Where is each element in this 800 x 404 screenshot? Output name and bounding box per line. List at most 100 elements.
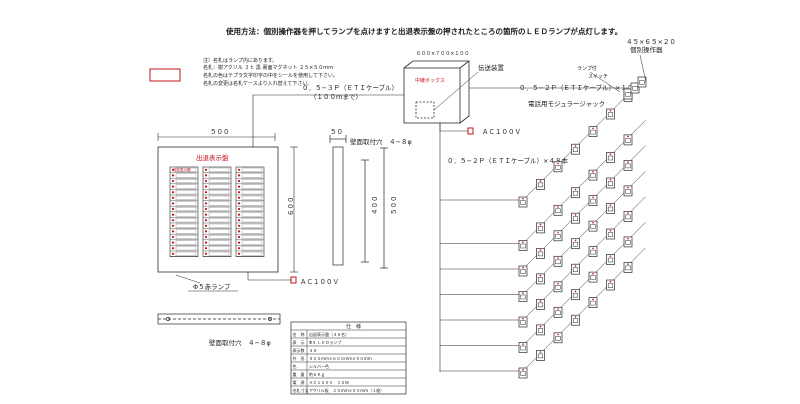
operator-switch[interactable] (637, 76, 647, 88)
name-plate (241, 251, 263, 256)
switch-body (518, 342, 528, 353)
switch-body (518, 291, 528, 302)
switch-body (588, 220, 598, 232)
operator-switch[interactable] (606, 203, 615, 214)
spec-value: シルバー色 (309, 363, 329, 369)
legend-red-box (149, 68, 181, 82)
operator-switch[interactable] (536, 222, 545, 234)
operator-switch[interactable] (553, 332, 563, 344)
operator-switch[interactable] (588, 195, 598, 206)
operator-switch[interactable] (518, 367, 528, 379)
operator-switch-label: スイッチ (588, 74, 608, 80)
operator-switch[interactable] (536, 248, 545, 259)
operator-switch[interactable] (571, 212, 580, 224)
led-lamp (237, 213, 241, 216)
operator-switch[interactable] (588, 220, 598, 232)
operator-switch[interactable] (588, 297, 598, 308)
switch-button (555, 259, 561, 265)
name-plate (241, 229, 263, 234)
switch-lamp (627, 237, 629, 240)
switch-body (606, 254, 615, 265)
name-plate (175, 223, 197, 228)
operator-switch[interactable] (571, 187, 580, 199)
led-lamp (204, 191, 208, 194)
switch-lamp (609, 229, 612, 232)
operator-switch[interactable] (518, 342, 528, 353)
operator-switch[interactable] (623, 88, 633, 100)
operator-switch[interactable] (606, 254, 615, 265)
led-lamp (204, 235, 208, 239)
led-lamp (237, 179, 241, 183)
operator-switch[interactable] (606, 279, 615, 291)
led-lamp (204, 213, 208, 216)
switch-lamp (592, 247, 594, 250)
operator-switch[interactable] (571, 238, 580, 250)
switch-lamp (522, 292, 524, 295)
name-plate (175, 212, 197, 217)
operator-switch[interactable] (606, 108, 615, 120)
switch-button (572, 241, 579, 247)
lamp-label: Φ５赤ランプ (193, 283, 231, 291)
operator-switch[interactable] (623, 236, 633, 248)
operator-switch[interactable] (623, 211, 633, 222)
name-plate (241, 235, 263, 239)
name-plate (208, 246, 230, 251)
board-column (202, 166, 232, 257)
switch-body (623, 134, 633, 146)
operator-switch[interactable] (553, 306, 563, 318)
operator-switch[interactable] (536, 299, 545, 310)
operator-switch[interactable] (571, 314, 580, 326)
operator-switch[interactable] (553, 204, 563, 216)
operator-switch[interactable] (536, 350, 545, 361)
switch-lamp (557, 162, 559, 165)
switch-button (607, 206, 614, 212)
operator-switch[interactable] (588, 169, 598, 181)
switch-button (537, 328, 544, 333)
note-line-1: 注）名札はランプ内にあります。 (203, 57, 277, 64)
led-lamp (171, 219, 175, 222)
operator-switch[interactable] (553, 230, 563, 242)
operator-switch[interactable] (518, 291, 528, 302)
operator-switch[interactable] (588, 246, 598, 257)
operator-switch[interactable] (518, 240, 528, 251)
operator-switch[interactable] (606, 228, 615, 240)
operator-switch[interactable] (588, 271, 598, 283)
operator-switch[interactable] (553, 255, 563, 267)
operator-switch[interactable] (553, 161, 563, 173)
spec-key: 表示数 (293, 347, 305, 353)
operator-switch[interactable] (518, 316, 528, 328)
operator-switch[interactable] (536, 179, 545, 190)
led-lamp (204, 179, 208, 183)
switch-body (536, 299, 545, 310)
led-lamp (237, 185, 241, 188)
operator-switch[interactable] (606, 177, 615, 189)
switch-button (607, 181, 614, 186)
led-lamp (171, 191, 175, 194)
operator-switch[interactable] (536, 273, 545, 285)
name-plate (175, 207, 197, 211)
operator-switch[interactable] (623, 262, 633, 273)
operator-switch[interactable] (518, 196, 528, 208)
name-plate (208, 195, 230, 200)
spec-key: 名札寸法 (293, 387, 309, 393)
name-plate (208, 235, 230, 239)
operator-switch[interactable] (623, 160, 633, 171)
name-plate (241, 173, 263, 178)
operator-switch[interactable] (553, 281, 563, 293)
operator-switch[interactable] (630, 82, 640, 94)
switch-button (572, 147, 579, 152)
led-lamp (204, 219, 208, 222)
operator-switch[interactable] (623, 185, 633, 197)
led-lamp (204, 185, 208, 188)
switch-button (625, 265, 631, 271)
operator-switch[interactable] (571, 143, 580, 155)
operator-switch[interactable] (606, 152, 615, 163)
operator-switch[interactable] (518, 265, 528, 277)
operator-switch[interactable] (588, 126, 598, 137)
operator-switch[interactable] (623, 134, 633, 146)
operator-switch[interactable] (571, 263, 580, 275)
name-plate (208, 173, 230, 178)
junction-name: 中継ボックス (415, 77, 445, 84)
operator-switch[interactable] (536, 324, 545, 336)
operator-switch[interactable] (571, 289, 580, 301)
